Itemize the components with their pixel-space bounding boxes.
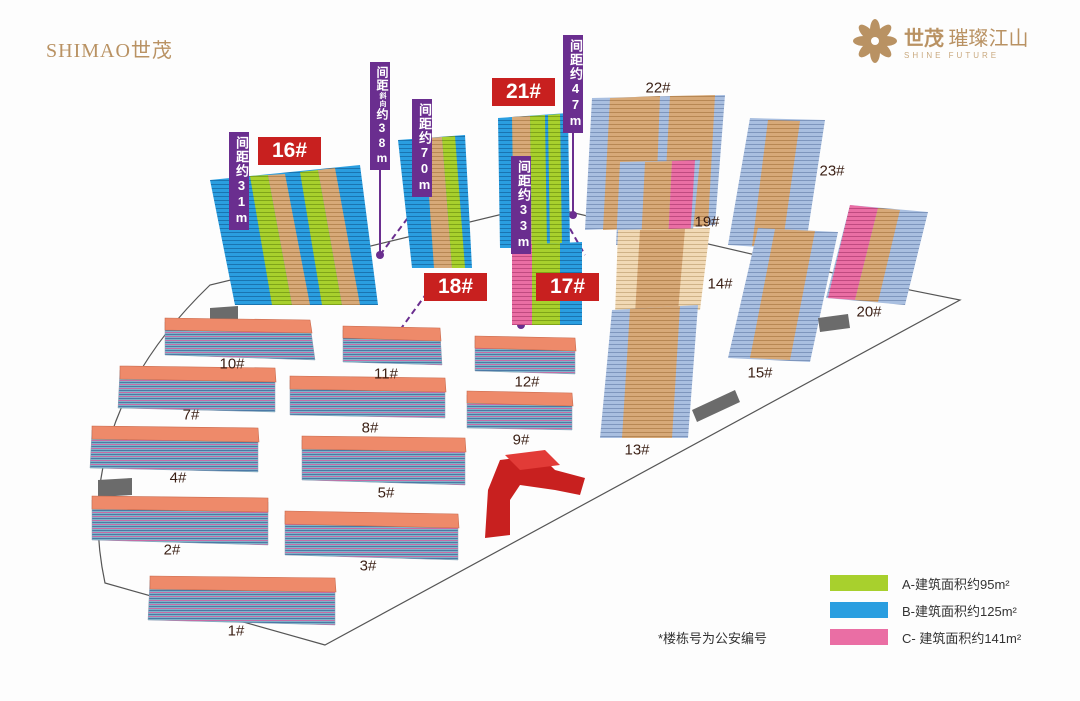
tower-23 xyxy=(728,118,825,250)
label-20: 20# xyxy=(856,303,882,321)
legend-swatch-a xyxy=(830,575,888,591)
spacing-badge-70: 间距约70m xyxy=(412,99,432,197)
spacing-badge-47: 间距约47m xyxy=(563,35,583,133)
tower-21 xyxy=(498,113,570,248)
label-3: 3# xyxy=(359,557,377,575)
legend-swatch-b xyxy=(830,602,888,618)
spacing-badge-31: 间距约31m xyxy=(229,132,249,230)
label-7: 7# xyxy=(182,406,200,424)
project-logo: 世茂 璀璨江山 SHINE FUTURE xyxy=(852,18,1028,64)
legend-item-c: C- 建筑面积约141m² xyxy=(830,624,1021,650)
label-5: 5# xyxy=(377,484,395,502)
flower-logo-icon xyxy=(853,19,897,63)
tower-20 xyxy=(826,205,928,305)
label-8: 8# xyxy=(361,419,379,437)
label-2: 2# xyxy=(163,541,181,559)
label-9: 9# xyxy=(512,431,530,449)
logo-name: 璀璨江山 xyxy=(948,28,1029,50)
label-13: 13# xyxy=(624,441,650,459)
tag-16: 16# xyxy=(258,137,322,165)
tag-18: 18# xyxy=(424,273,488,301)
label-14: 14# xyxy=(707,275,733,293)
label-10: 10# xyxy=(219,355,245,373)
tower-16 xyxy=(210,165,378,305)
logo-main: 世茂 xyxy=(904,28,944,50)
label-1: 1# xyxy=(227,622,245,640)
tag-21: 21# xyxy=(492,78,556,106)
legend-item-b: B-建筑面积约125m² xyxy=(830,597,1021,623)
tower-15 xyxy=(728,228,838,362)
tower-19 xyxy=(616,160,700,245)
logo-sub: SHINE FUTURE xyxy=(904,51,1000,60)
tower-18 xyxy=(398,135,472,268)
label-22: 22# xyxy=(645,79,671,97)
label-12: 12# xyxy=(514,373,540,391)
shimao-logo: SHIMAO世茂 xyxy=(46,40,173,62)
tag-17: 17# xyxy=(536,273,600,301)
label-23: 23# xyxy=(819,162,845,180)
legend-swatch-c xyxy=(830,629,888,645)
label-11: 11# xyxy=(374,365,398,383)
spacing-badge-33: 间距约33m xyxy=(511,156,531,254)
legend: A-建筑面积约95m² B-建筑面积约125m² C- 建筑面积约141m² xyxy=(830,570,1021,651)
tower-13 xyxy=(600,305,698,438)
label-19: 19# xyxy=(694,213,720,231)
spacing-badge-38: 间距斜向约38m xyxy=(370,62,390,170)
tower-14 xyxy=(615,228,710,315)
clubhouse-building xyxy=(485,450,585,538)
label-15: 15# xyxy=(747,364,773,382)
legend-item-a: A-建筑面积约95m² xyxy=(830,570,1021,596)
footnote: *楼栋号为公安编号 xyxy=(658,631,768,646)
label-4: 4# xyxy=(169,469,187,487)
